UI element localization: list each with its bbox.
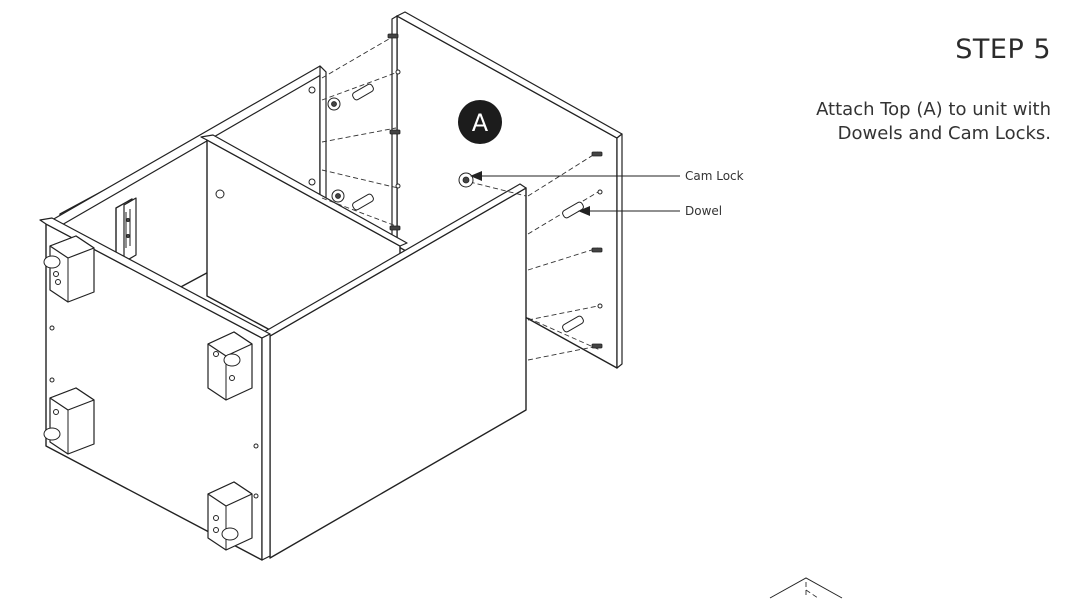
instruction-line-1: Attach Top (A) to unit with [816,99,1051,120]
dowel [562,201,584,219]
foot-left-top [43,235,95,303]
callout-dowel-label: Dowel [685,204,722,218]
part-badge-circle [458,100,502,144]
step-instruction: Attach Top (A) to unit with Dowels and C… [751,98,1051,146]
instruction-line-2: Dowels and Cam Locks. [837,123,1051,144]
callout-cam-lock: Cam Lock [470,169,744,183]
callout-cam-lock-label: Cam Lock [685,169,744,183]
dowel [352,193,374,211]
screw [389,225,401,231]
foot-left-bottom [43,387,95,455]
left-side-panel [39,217,271,561]
cam-lock [331,189,345,203]
foot-front-top [207,331,253,401]
part-badge-label: A [472,109,489,137]
dowel [352,83,374,101]
foot-front-bottom [207,481,253,551]
screw [591,247,603,253]
part-badge-a: A [458,100,502,144]
cam-lock [458,172,474,188]
hardware [308,33,603,349]
screw [387,33,399,39]
dowel [562,315,584,333]
callout-dowel: Dowel [578,204,722,218]
front-right-panel [263,183,527,559]
cam-lock [327,97,341,111]
drawer-slide [115,197,137,263]
screw [389,129,401,135]
next-detail-corner [769,577,843,599]
screw [591,151,603,157]
partition-hole [215,189,225,199]
screw [591,343,603,349]
step-title: STEP 5 [955,34,1051,65]
